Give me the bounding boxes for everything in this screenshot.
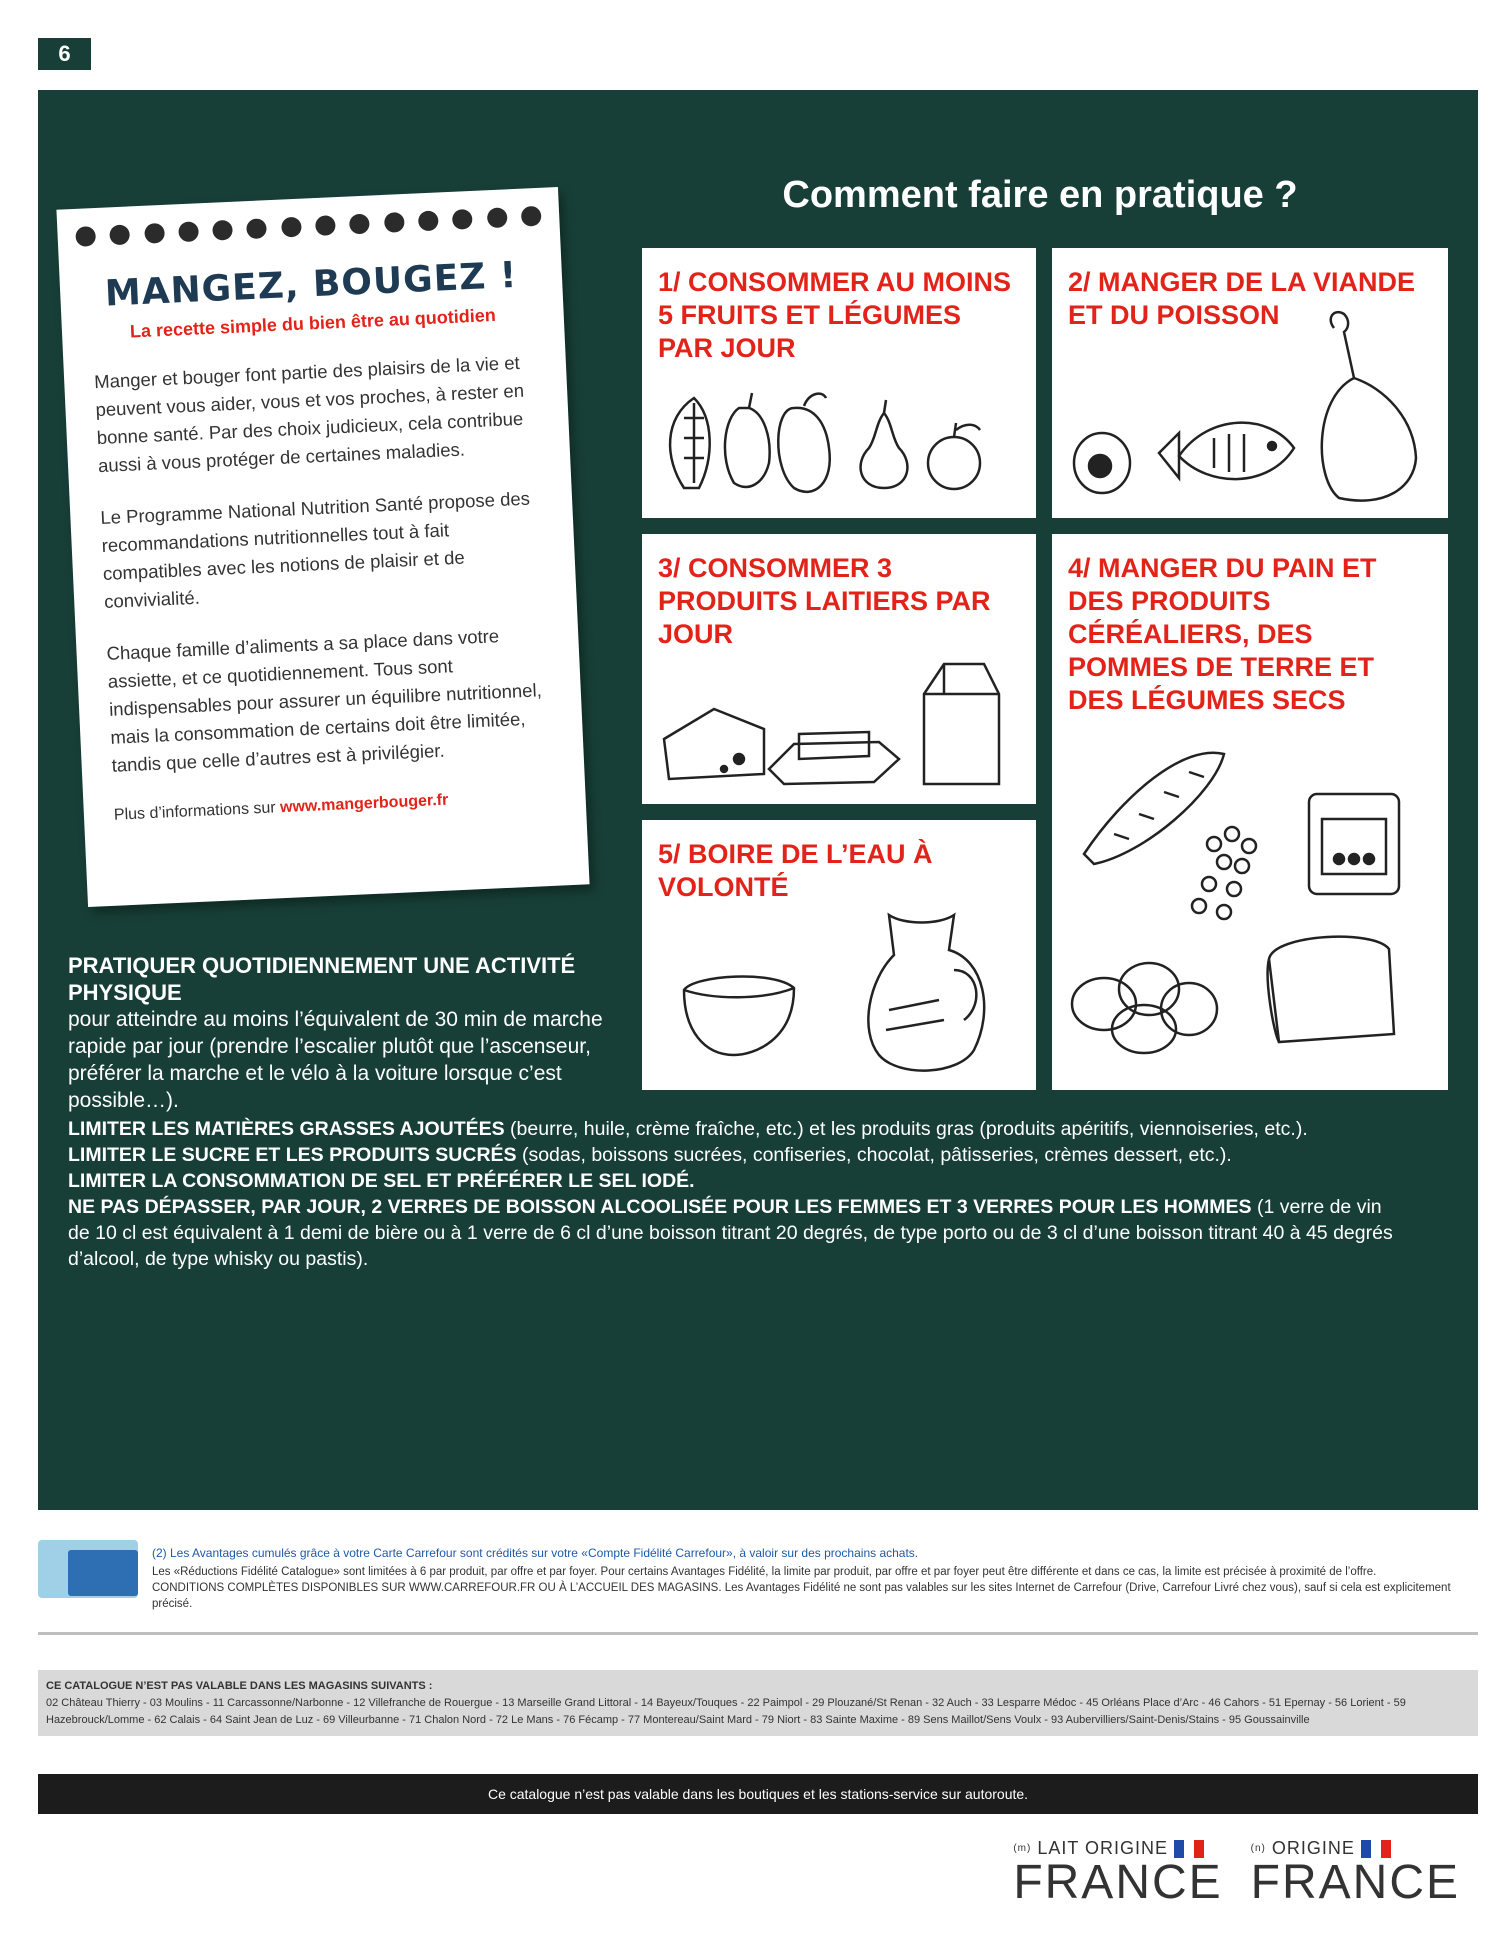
badge-origine-france: (n) ORIGINE FRANCE [1251,1838,1460,1907]
rule-text: (1 verre de vin de 10 cl est équivalent … [68,1196,1393,1270]
note-paragraph: Le Programme National Nutrition Santé pr… [99,487,531,612]
french-flag-icon [1360,1839,1391,1858]
card-bread-cereals: 4/ MANGER DU PAIN ET DES PRODUITS CÉRÉAL… [1052,534,1448,1090]
bread-cereals-icon [1070,751,1401,1055]
badge-small-text: ORIGINE [1271,1838,1355,1858]
card-fruits-vegetables: 1/ CONSOMMER AU MOINS 5 FRUITS ET LÉGUME… [642,248,1036,518]
card-label: 5/ BOIRE DE L’EAU À VOLONTÉ [658,839,933,902]
rule-text: (beurre, huile, crème fraîche, etc.) et … [504,1118,1308,1140]
meat-fish-icon [1072,311,1418,502]
more-info: Plus d’informations sur www.mangerbouger… [113,782,556,830]
stores-heading: CE CATALOGUE N’EST PAS VALABLE DANS LES … [46,1680,433,1692]
activity-text: pour atteindre au moins l’équivalent de … [68,1008,603,1112]
card-label: 2/ MANGER DE LA VIANDE ET DU POISSON [1068,267,1416,330]
origin-badges: (m) LAIT ORIGINE FRANCE (n) ORIGINE FRANCE [1013,1838,1460,1907]
rule-salt: LIMITER LA CONSOMMATION DE SEL ET PRÉFÉR… [68,1168,1408,1194]
card-dairy: 3/ CONSOMMER 3 PRODUITS LAITIERS PAR JOU… [642,534,1036,804]
card-meat-fish: 2/ MANGER DE LA VIANDE ET DU POISSON [1052,248,1448,518]
note-paragraph: Manger et bouger font partie des plaisir… [93,351,525,477]
rule-alcohol: NE PAS DÉPASSER, PAR JOUR, 2 VERRES DE B… [68,1194,1408,1272]
card-label: 1/ CONSOMMER AU MOINS 5 FRUITS ET LÉGUME… [658,267,1012,363]
badge-big-text: FRANCE [1250,1856,1460,1909]
carrefour-card-image [38,1540,138,1598]
fidelity-line-1: (2) Les Avantages cumulés grâce à votre … [152,1546,919,1560]
badge-small-text: LAIT ORIGINE [1037,1838,1169,1858]
french-flag-icon [1174,1839,1205,1858]
excluded-stores: CE CATALOGUE N’EST PAS VALABLE DANS LES … [38,1670,1478,1736]
fidelity-notice: (2) Les Avantages cumulés grâce à votre … [38,1540,1478,1610]
fidelity-line-3: CONDITIONS COMPLÈTES DISPONIBLES SUR WWW… [152,1582,1451,1610]
page-number: 6 [38,38,91,70]
rule-heading: NE PAS DÉPASSER, PAR JOUR, 2 VERRES DE B… [68,1196,1252,1218]
badge-mark: (m) [1013,1843,1032,1854]
rule-heading: LIMITER LE SUCRE ET LES PRODUITS SUCRÉS [68,1144,517,1166]
rule-fats: LIMITER LES MATIÈRES GRASSES AJOUTÉES (b… [68,1116,1408,1142]
divider [38,1632,1478,1635]
activity-heading: PRATIQUER QUOTIDIENNEMENT UNE ACTIVITÉ P… [68,953,576,1005]
card-label: 4/ MANGER DU PAIN ET DES PRODUITS CÉRÉAL… [1068,553,1377,715]
fruits-vegetables-icon [668,392,982,494]
spiral-holes [75,205,542,251]
stores-list: 02 Château Thierry - 03 Moulins - 11 Car… [46,1697,1406,1726]
card-label: 3/ CONSOMMER 3 PRODUITS LAITIERS PAR JOU… [658,553,991,649]
badge-lait-origine-france: (m) LAIT ORIGINE FRANCE [1013,1838,1222,1907]
rules-block: LIMITER LES MATIÈRES GRASSES AJOUTÉES (b… [68,1116,1408,1272]
rule-text: (sodas, boissons sucrées, confiseries, c… [516,1144,1232,1166]
activity-block: PRATIQUER QUOTIDIENNEMENT UNE ACTIVITÉ P… [68,952,628,1114]
badge-mark: (n) [1250,1843,1266,1854]
more-info-prefix: Plus d’informations sur [113,799,281,824]
fidelity-lines: Les «Réductions Fidélité Catalogue» sont… [152,1564,1482,1612]
bottom-notice-bar: Ce catalogue n’est pas valable dans les … [38,1774,1478,1814]
notepad-card: MANGEZ, BOUGEZ ! La recette simple du bi… [56,186,590,908]
badge-big-text: FRANCE [1013,1856,1223,1909]
note-paragraph: Chaque famille d’aliments a sa place dan… [106,625,543,776]
rule-sugar: LIMITER LE SUCRE ET LES PRODUITS SUCRÉS … [68,1142,1408,1168]
practice-title: Comment faire en pratique ? [782,174,1298,216]
mangerbouger-link[interactable]: www.mangerbouger.fr [279,791,449,817]
rule-heading: LIMITER LA CONSOMMATION DE SEL ET PRÉFÉR… [68,1170,695,1192]
fidelity-line-2: Les «Réductions Fidélité Catalogue» sont… [152,1566,1377,1578]
water-jug-icon [682,912,986,1072]
dairy-icon [662,662,1001,786]
card-water: 5/ BOIRE DE L’EAU À VOLONTÉ [642,820,1036,1090]
rule-heading: LIMITER LES MATIÈRES GRASSES AJOUTÉES [68,1118,505,1140]
